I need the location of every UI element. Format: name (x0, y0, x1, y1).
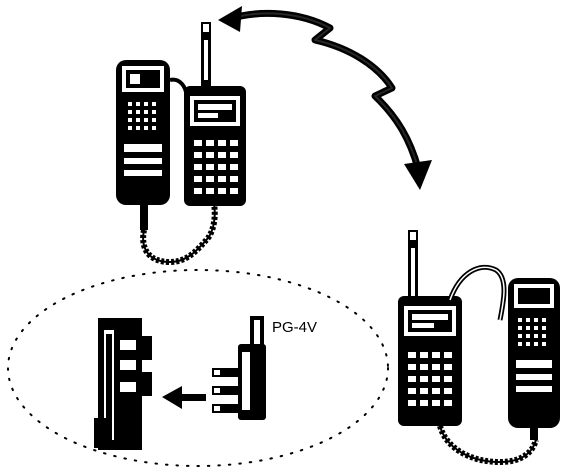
handheld-radio-with-speaker-mic-bottom-right (398, 230, 560, 462)
wireless-link-bidirectional-arrow (218, 6, 432, 190)
pg4v-label: PG-4V (272, 319, 317, 336)
handheld-radio-with-speaker-mic-top-left (116, 22, 246, 262)
detail-dotted-outline (8, 270, 388, 466)
insertion-arrow-icon (162, 386, 206, 409)
pg4v-adapter-plug (212, 316, 266, 420)
radio-side-jack (94, 318, 152, 450)
pg4v-adapter-connection-detail: PG-4V (8, 270, 388, 466)
